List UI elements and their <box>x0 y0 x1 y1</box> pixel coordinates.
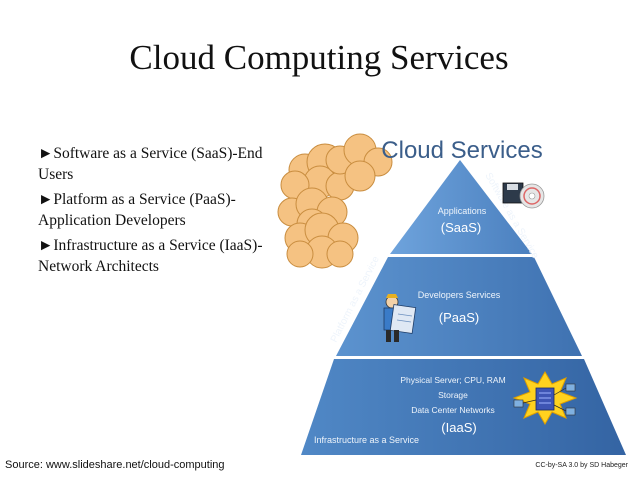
iaas-caption-3: Data Center Networks <box>411 405 495 415</box>
saas-layer <box>390 160 532 254</box>
diagram-credit: CC-by-SA 3.0 by SD Habeger <box>535 462 628 469</box>
cloud-4-icon <box>284 212 359 269</box>
developer-icon <box>383 294 417 342</box>
bullet-iaas: ►Infrastructure as a Service (IaaS)-Netw… <box>38 237 263 275</box>
iaas-caption-2: Storage <box>438 390 468 400</box>
iaas-caption-1: Physical Server; CPU, RAM <box>400 375 505 385</box>
diagram-heading: Cloud Services <box>381 137 542 164</box>
saas-caption: Applications <box>438 206 487 216</box>
source-citation: Source: www.slideshare.net/cloud-computi… <box>5 459 225 471</box>
software-media-icon <box>502 182 545 209</box>
iaas-label: (IaaS) <box>441 420 476 435</box>
slide-title: Cloud Computing Services <box>129 38 509 77</box>
bullet-paas: ►Platform as a Service (PaaS)-Applicatio… <box>38 191 236 229</box>
paas-caption: Developers Services <box>418 290 501 300</box>
iaas-side-label: Infrastructure as a Service <box>314 435 419 445</box>
cloud-2-icon <box>325 133 393 192</box>
paas-label: (PaaS) <box>439 310 479 325</box>
bullet-saas: ►Software as a Service (SaaS)-End Users <box>38 145 263 183</box>
clouds-icon <box>277 133 393 269</box>
saas-label: (SaaS) <box>441 220 481 235</box>
server-network-icon <box>512 371 578 425</box>
bullet-list: ►Software as a Service (SaaS)-End Users … <box>38 143 278 281</box>
